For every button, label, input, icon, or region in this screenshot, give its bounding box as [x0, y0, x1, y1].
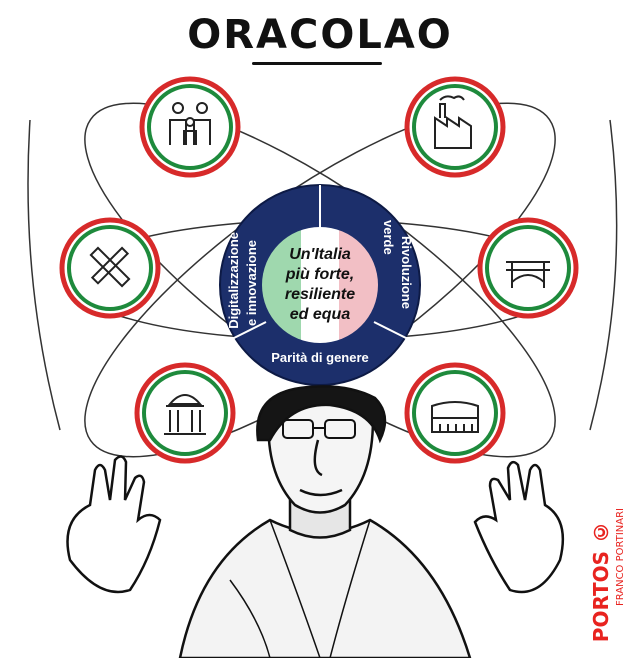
central-hub — [219, 184, 421, 386]
hair — [256, 385, 387, 444]
badge-colosseum — [404, 362, 506, 464]
badge-factory — [404, 76, 506, 178]
government-building-icon — [164, 394, 206, 435]
badge-family — [139, 76, 241, 178]
family-icon — [169, 102, 211, 145]
ruler-pencil-icon — [89, 246, 131, 288]
badge-bridge — [477, 217, 579, 319]
badge-tools — [59, 217, 161, 319]
face — [267, 398, 375, 514]
robe — [178, 518, 472, 658]
factory-icon — [434, 95, 472, 149]
badge-building — [134, 362, 236, 464]
bridge-icon — [506, 261, 550, 288]
caricature-figure — [66, 398, 565, 658]
colosseum-icon — [431, 401, 479, 433]
left-hand — [66, 455, 162, 594]
right-hand — [473, 460, 565, 594]
glasses-icon — [282, 419, 356, 439]
